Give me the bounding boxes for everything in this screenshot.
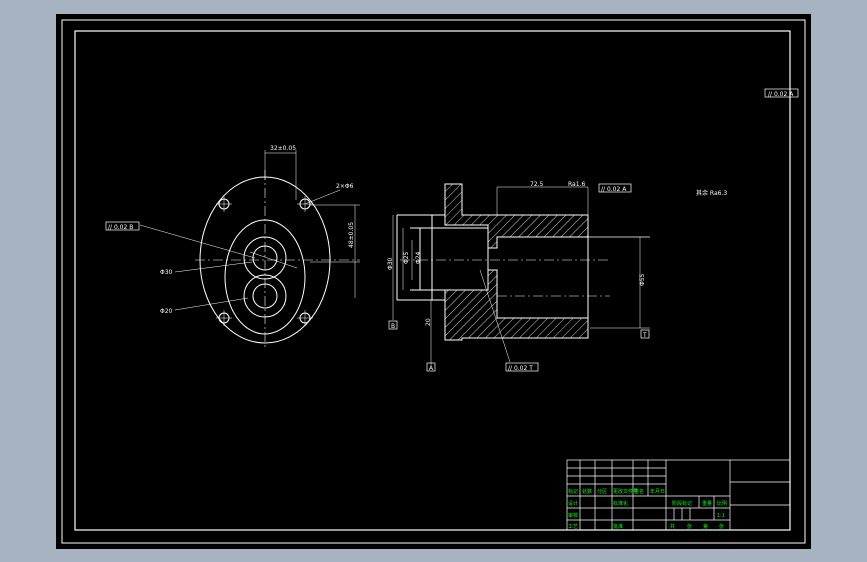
side-tolerance-bottom: // 0.02 T — [505, 362, 539, 372]
flatness-text: // 0.02 A — [768, 91, 794, 98]
svg-text:标记: 标记 — [568, 488, 578, 495]
svg-text:更改文件号: 更改文件号 — [613, 488, 638, 495]
front-hole-dim: 2×Φ6 — [336, 183, 354, 190]
upper-bore — [243, 236, 287, 280]
svg-text:重量: 重量 — [702, 500, 712, 507]
hatch-lower — [444, 269, 589, 341]
front-tolerance-callout: // 0.02 B — [105, 221, 140, 231]
side-length-dim: 72.5 — [530, 181, 544, 188]
other-roughness: 其余 Ra6.3 — [696, 189, 727, 197]
title-block — [566, 459, 791, 531]
side-dia-d: Φ55 — [639, 273, 646, 286]
svg-text:处数: 处数 — [582, 488, 592, 495]
side-tolerance-top: // 0.02 A — [598, 183, 632, 193]
svg-text:张: 张 — [719, 523, 724, 530]
datum-a: A — [426, 362, 436, 372]
front-height-dim: 48±0.05 — [348, 222, 355, 248]
svg-text:签名: 签名 — [634, 488, 644, 495]
side-dia-c: Φ24 — [415, 251, 422, 264]
flatness-callout-top-right: // 0.02 A — [764, 88, 799, 98]
svg-text:共: 共 — [670, 523, 675, 530]
title-block-text: 标记 处数 分区 更改文件号 签名 年月日 设计 标准化 审核 工艺 批准 阶段… — [568, 488, 727, 530]
svg-text:T: T — [642, 332, 647, 339]
lower-bore-inner — [252, 283, 278, 309]
svg-text:阶段标记: 阶段标记 — [672, 500, 692, 507]
datum-t: T — [640, 329, 650, 339]
side-roughness: Ra1.6 — [568, 181, 585, 188]
svg-text:设计: 设计 — [568, 500, 578, 507]
side-dia-a: Φ30 — [387, 257, 394, 270]
upper-bore-inner — [252, 245, 278, 271]
svg-text:审核: 审核 — [568, 512, 578, 519]
svg-text:B: B — [391, 323, 395, 330]
section-view — [392, 183, 650, 365]
svg-text:比例: 比例 — [717, 500, 727, 507]
inner-frame — [74, 30, 791, 531]
svg-text:张: 张 — [687, 523, 692, 530]
svg-text:// 0.02 B: // 0.02 B — [108, 224, 133, 231]
front-label-b: Φ20 — [160, 308, 173, 315]
svg-text:分区: 分区 — [597, 488, 607, 495]
svg-text:1:1: 1:1 — [717, 513, 725, 519]
svg-text:标准化: 标准化 — [613, 500, 628, 507]
cad-drawing: // 0.02 A — [61, 19, 806, 544]
side-dim-bottom: 20 — [425, 318, 432, 326]
svg-text:工艺: 工艺 — [568, 524, 578, 530]
svg-text:A: A — [429, 365, 434, 372]
outer-frame — [61, 19, 806, 544]
svg-text:第: 第 — [703, 523, 708, 530]
drawing-sheet: // 0.02 A — [56, 14, 811, 549]
bore-outline — [224, 219, 306, 335]
svg-text:年月日: 年月日 — [650, 488, 665, 495]
svg-text:// 0.02 T: // 0.02 T — [508, 365, 533, 372]
front-width-dim: 32±0.05 — [270, 145, 296, 152]
side-dia-b: Φ25 — [403, 251, 410, 264]
front-view — [139, 150, 360, 350]
svg-text:// 0.02 A: // 0.02 A — [601, 186, 627, 193]
datum-b: B — [388, 320, 398, 330]
lower-bore — [243, 274, 287, 318]
front-label-a: Φ30 — [160, 269, 173, 276]
hatch-upper — [444, 183, 589, 249]
svg-text:批准: 批准 — [613, 523, 623, 530]
